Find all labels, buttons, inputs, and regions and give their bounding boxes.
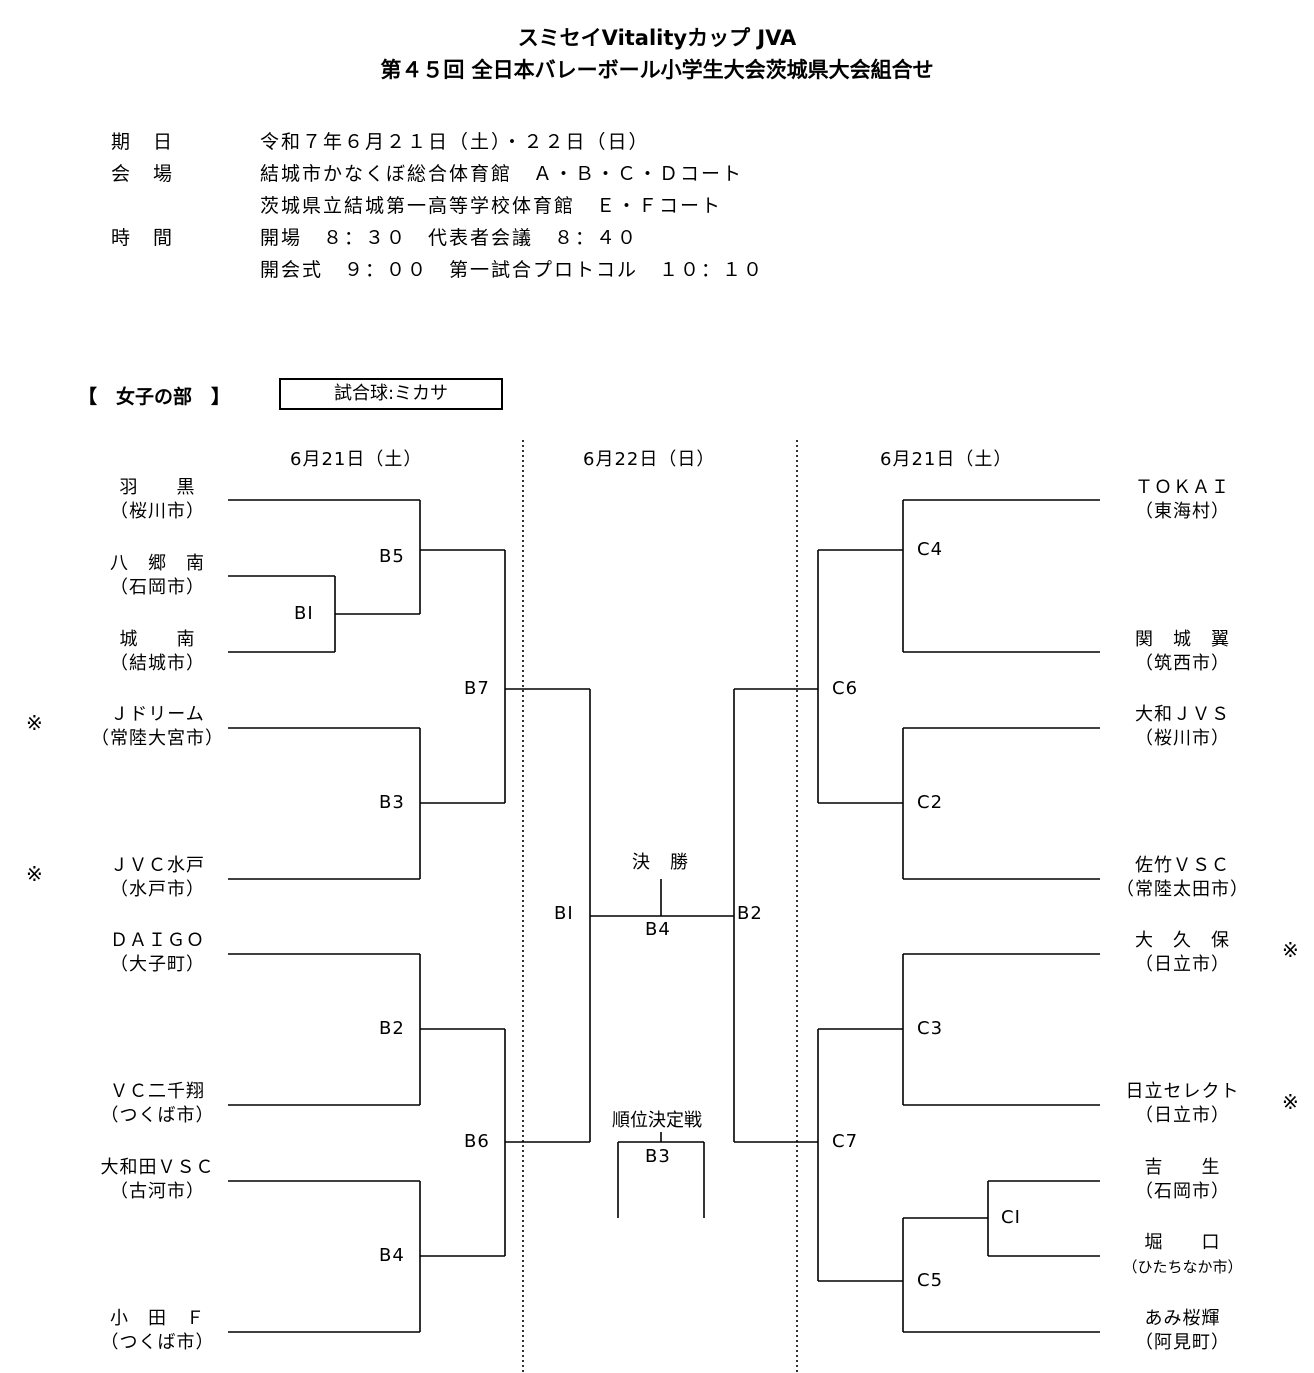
info-label-time: 時 間 bbox=[111, 227, 175, 249]
date-left: 6月21日（土） bbox=[290, 449, 423, 470]
match-label-b1: BⅠ bbox=[294, 603, 314, 624]
team-name: 関 城 翼 bbox=[1135, 629, 1230, 650]
team-city: （常陸大宮市） bbox=[91, 728, 224, 749]
team-city: （日立市） bbox=[1135, 1105, 1230, 1126]
team-name: ＤＡＩＧＯ bbox=[110, 930, 205, 951]
right-team-7: 吉 生 （石岡市） bbox=[1100, 1156, 1265, 1204]
left-team-4: Ｊドリーム （常陸大宮市） bbox=[70, 703, 245, 751]
match-label-b6: B6 bbox=[464, 1131, 490, 1152]
match-label-c4: C4 bbox=[917, 539, 944, 560]
team-name: 堀 口 bbox=[1144, 1232, 1221, 1253]
team-city: （ひたちなか市） bbox=[1122, 1258, 1243, 1276]
team-city: （古河市） bbox=[110, 1181, 205, 1202]
title-line-2: 第４５回 全日本バレーボール小学生大会茨城県大会組合せ bbox=[380, 58, 934, 82]
team-city: （常陸太田市） bbox=[1116, 879, 1249, 900]
team-city: （阿見町） bbox=[1135, 1332, 1230, 1353]
match-label-c7: C7 bbox=[832, 1131, 859, 1152]
left-team-9: 小 田 Ｆ （つくば市） bbox=[70, 1307, 245, 1355]
third-place-label: 順位決定戦 bbox=[612, 1110, 702, 1131]
team-city: （大子町） bbox=[110, 954, 205, 975]
final-left-code: BⅠ bbox=[554, 903, 574, 924]
info-label-venue: 会 場 bbox=[111, 163, 175, 185]
team-city: （つくば市） bbox=[100, 1105, 215, 1126]
team-city: （石岡市） bbox=[1135, 1181, 1230, 1202]
team-name: 大和ＪＶＳ bbox=[1135, 704, 1230, 725]
match-label-b5: B5 bbox=[379, 546, 405, 567]
match-label-c2: C2 bbox=[917, 792, 944, 813]
match-label-c3: C3 bbox=[917, 1018, 944, 1039]
team-name: ＴＯＫＡＩ bbox=[1135, 477, 1230, 498]
team-name: 小 田 Ｆ bbox=[110, 1308, 205, 1329]
team-city: （桜川市） bbox=[110, 501, 205, 522]
team-name: 羽 黒 bbox=[119, 477, 196, 498]
right-team-1: ＴＯＫＡＩ （東海村） bbox=[1100, 476, 1265, 524]
info-value-time-2: 開会式 ９：００ 第一試合プロトコル １０：１０ bbox=[260, 259, 765, 281]
team-city: （桜川市） bbox=[1135, 728, 1230, 749]
team-name: 吉 生 bbox=[1144, 1157, 1221, 1178]
third-place-code: B3 bbox=[645, 1146, 671, 1167]
right-team-9: あみ桜輝 （阿見町） bbox=[1100, 1307, 1265, 1355]
title-line-1: スミセイVitalityカップ JVA bbox=[517, 26, 797, 50]
match-label-b7: B7 bbox=[464, 678, 490, 699]
match-ball-box: 試合球:ミカサ bbox=[279, 378, 503, 410]
team-city: （水戸市） bbox=[110, 879, 205, 900]
info-label-date: 期 日 bbox=[111, 131, 175, 153]
match-label-c5: C5 bbox=[917, 1270, 944, 1291]
info-value-date: 令和７年６月２１日（土）・２２日（日） bbox=[260, 131, 650, 153]
left-team-6: ＤＡＩＧＯ （大子町） bbox=[70, 929, 245, 977]
team-name: ＪＶＣ水戸 bbox=[110, 855, 205, 876]
left-team-5: ＪＶＣ水戸 （水戸市） bbox=[70, 854, 245, 902]
match-label-b4: B4 bbox=[379, 1245, 405, 1266]
team-name: 大 久 保 bbox=[1135, 930, 1230, 951]
match-label-b3: B3 bbox=[379, 792, 405, 813]
right-team-4: 佐竹ＶＳＣ （常陸太田市） bbox=[1100, 854, 1265, 902]
team-name: 大和田ＶＳＣ bbox=[100, 1157, 215, 1178]
team-city: （日立市） bbox=[1135, 954, 1230, 975]
left-team-8: 大和田ＶＳＣ （古河市） bbox=[70, 1156, 245, 1204]
right-team-8: 堀 口 （ひたちなか市） bbox=[1100, 1231, 1265, 1279]
right-team-6: 日立セレクト （日立市） bbox=[1100, 1080, 1265, 1128]
right-team-2: 関 城 翼 （筑西市） bbox=[1100, 628, 1265, 676]
left-team-1: 羽 黒 （桜川市） bbox=[70, 476, 245, 524]
left-team-2: 八 郷 南 （石岡市） bbox=[70, 552, 245, 600]
team-name: 佐竹ＶＳＣ bbox=[1135, 855, 1230, 876]
match-label-b2: B2 bbox=[379, 1018, 405, 1039]
date-right: 6月21日（土） bbox=[880, 449, 1013, 470]
right-team-5: 大 久 保 （日立市） bbox=[1100, 929, 1265, 977]
seed-mark: ※ bbox=[26, 711, 43, 735]
seed-mark: ※ bbox=[26, 862, 43, 886]
team-city: （つくば市） bbox=[100, 1332, 215, 1353]
date-center: 6月22日（日） bbox=[583, 449, 716, 470]
match-label-c1: CⅠ bbox=[1001, 1207, 1021, 1228]
final-match-code: B4 bbox=[645, 919, 671, 940]
info-value-venue-1: 結城市かなくぼ総合体育館 Ａ・Ｂ・Ｃ・Ｄコート bbox=[260, 163, 744, 185]
seed-mark: ※ bbox=[1282, 938, 1299, 962]
team-name: 八 郷 南 bbox=[110, 553, 205, 574]
team-city: （筑西市） bbox=[1135, 653, 1230, 674]
team-city: （石岡市） bbox=[110, 577, 205, 598]
team-name: ＶＣ二千翔 bbox=[110, 1081, 205, 1102]
info-value-venue-2: 茨城県立結城第一高等学校体育館 Ｅ・Ｆコート bbox=[260, 195, 723, 217]
team-name: Ｊドリーム bbox=[110, 704, 205, 725]
right-team-3: 大和ＪＶＳ （桜川市） bbox=[1100, 703, 1265, 751]
info-value-time-1: 開場 ８：３０ 代表者会議 ８：４０ bbox=[260, 227, 639, 249]
final-right-code: B2 bbox=[737, 903, 763, 924]
match-label-c6: C6 bbox=[832, 678, 859, 699]
left-team-7: ＶＣ二千翔 （つくば市） bbox=[70, 1080, 245, 1128]
team-name: 日立セレクト bbox=[1125, 1081, 1240, 1102]
team-city: （結城市） bbox=[110, 653, 205, 674]
seed-mark: ※ bbox=[1282, 1090, 1299, 1114]
section-label: 【 女子の部 】 bbox=[78, 386, 231, 408]
team-name: 城 南 bbox=[119, 629, 196, 650]
team-name: あみ桜輝 bbox=[1144, 1308, 1221, 1329]
left-team-3: 城 南 （結城市） bbox=[70, 628, 245, 676]
team-city: （東海村） bbox=[1135, 501, 1230, 522]
final-label: 決 勝 bbox=[632, 852, 689, 873]
